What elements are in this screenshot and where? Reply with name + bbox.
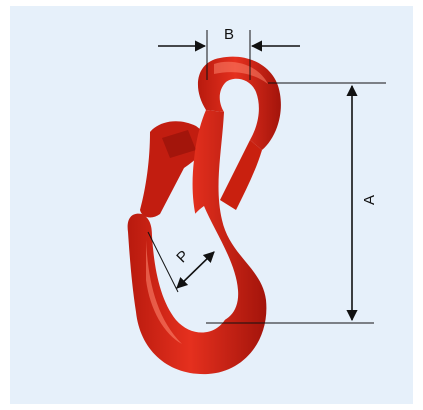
hook-eye: [197, 56, 281, 150]
dimension-b-label: B: [224, 26, 234, 43]
dimension-b: B: [158, 26, 300, 80]
dimension-p-latch-edge: [147, 231, 179, 293]
hook-highlight: [146, 240, 182, 344]
dimension-a-label: A: [361, 195, 378, 205]
hook-latch-detail: [162, 130, 196, 158]
dimension-p-dimension-line: [176, 251, 215, 289]
hook-eye-opening: [227, 82, 249, 118]
hook-eye-highlight: [214, 61, 268, 84]
hook-shank: [220, 140, 262, 210]
hook-latch: [140, 121, 214, 218]
lifting-hook-image: [127, 56, 281, 375]
dimension-a: A: [206, 82, 386, 324]
